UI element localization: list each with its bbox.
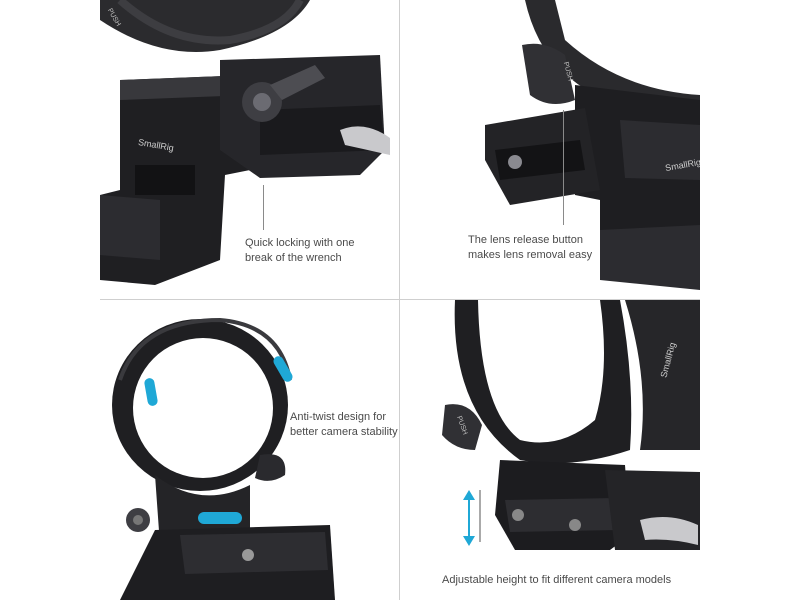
product-photo-adjustable-height	[442, 300, 700, 550]
caption-quick-locking: Quick locking with one break of the wren…	[245, 236, 354, 266]
panel-anti-twist: Anti-twist design for better camera stab…	[100, 300, 399, 600]
horizontal-divider	[100, 299, 700, 300]
caption-line: Quick locking with one	[245, 237, 355, 249]
caption-lens-release: The lens release button makes lens remov…	[468, 233, 592, 263]
product-photo-anti-twist	[112, 317, 335, 600]
caption-adjustable-height: Adjustable height to fit different camer…	[442, 573, 671, 588]
callout-line-2	[563, 110, 564, 225]
caption-line: Anti-twist design for	[290, 411, 386, 423]
product-photo-quick-lock	[100, 0, 390, 285]
product-photo-lens-release	[485, 0, 700, 290]
panel-lens-release: SmallRig PUSH The lens release button ma…	[400, 0, 700, 299]
caption-line: better camera stability	[290, 426, 398, 438]
panel-adjustable-height: SmallRig PUSH Adjustable height to fit d…	[400, 300, 700, 600]
callout-line-1	[263, 185, 264, 230]
caption-line: break of the wrench	[245, 252, 342, 264]
caption-line: makes lens removal easy	[468, 249, 593, 261]
vertical-divider	[399, 0, 400, 600]
caption-line: Adjustable height to fit different camer…	[442, 574, 672, 586]
panel-quick-locking: SmallRig PUSH Quick locking with one bre…	[100, 0, 399, 299]
caption-line: The lens release button	[468, 234, 583, 246]
caption-anti-twist: Anti-twist design for better camera stab…	[290, 410, 398, 440]
